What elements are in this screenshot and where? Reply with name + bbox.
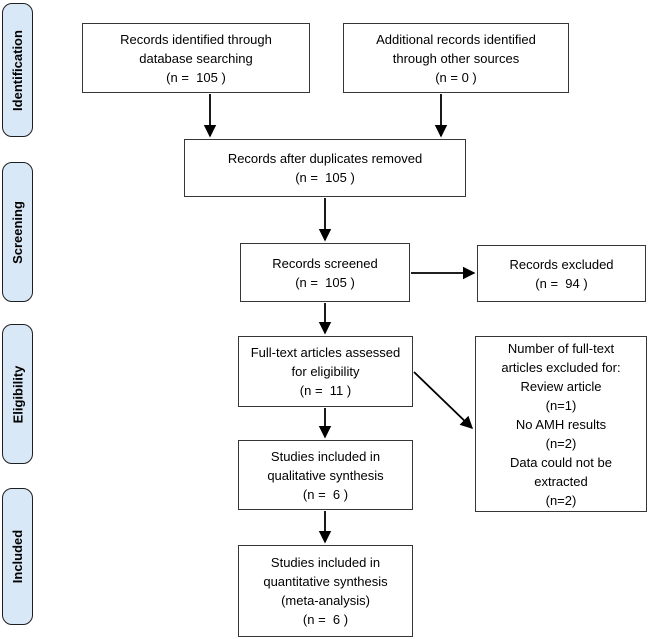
node-text: Studies included in quantitative synthes… bbox=[263, 555, 388, 627]
arrow-fulltext-to-excluded bbox=[413, 371, 474, 430]
node-text: Studies included in qualitative synthesi… bbox=[267, 448, 384, 502]
node-text: Records identified through database sear… bbox=[120, 31, 272, 85]
stage-identification: Identification bbox=[2, 3, 33, 137]
stage-label: Identification bbox=[10, 29, 26, 111]
stage-label: Included bbox=[10, 529, 26, 584]
node-records-after-duplicates: Records after duplicates removed (n = 10… bbox=[184, 139, 466, 197]
node-text: Records screened (n = 105 ) bbox=[272, 255, 378, 290]
node-records-identified-database: Records identified through database sear… bbox=[82, 23, 310, 93]
node-records-identified-other-sources: Additional records identified through ot… bbox=[343, 23, 569, 93]
node-records-screened: Records screened (n = 105 ) bbox=[240, 243, 410, 302]
node-text: Additional records identified through ot… bbox=[376, 31, 536, 85]
node-fulltext-excluded-reasons: Number of full-text articles excluded fo… bbox=[475, 336, 647, 512]
stage-screening: Screening bbox=[2, 162, 33, 302]
node-text: Records after duplicates removed (n = 10… bbox=[227, 151, 423, 185]
node-text: Records excluded (n = 94 ) bbox=[509, 256, 614, 291]
node-text: Number of full-text articles excluded fo… bbox=[501, 340, 621, 508]
stage-eligibility: Eligibility bbox=[2, 324, 33, 464]
stage-included: Included bbox=[2, 488, 33, 625]
node-quantitative-synthesis: Studies included in quantitative synthes… bbox=[238, 545, 413, 637]
stage-label: Eligibility bbox=[10, 365, 26, 423]
node-text: Full-text articles assessed for eligibil… bbox=[250, 345, 401, 398]
node-records-excluded: Records excluded (n = 94 ) bbox=[477, 245, 646, 302]
node-qualitative-synthesis: Studies included in qualitative synthesi… bbox=[238, 440, 413, 510]
node-fulltext-assessed: Full-text articles assessed for eligibil… bbox=[238, 336, 413, 407]
stage-label: Screening bbox=[10, 200, 26, 264]
